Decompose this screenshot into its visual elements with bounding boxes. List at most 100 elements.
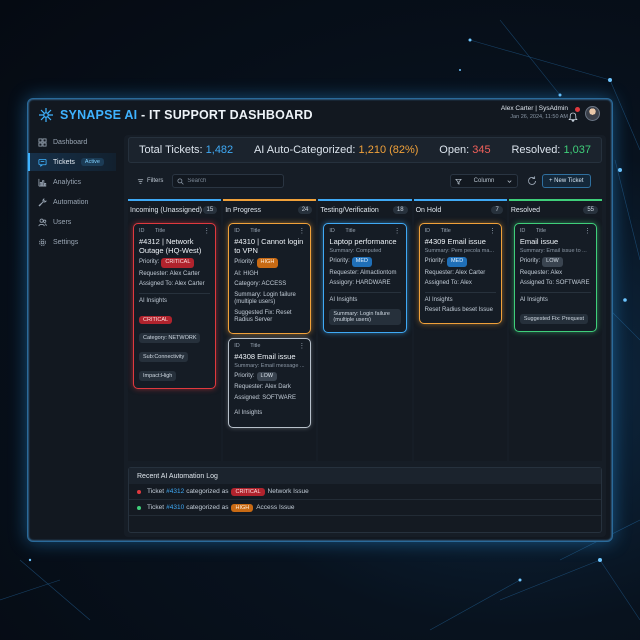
column-select[interactable]: Column — [450, 174, 518, 188]
log-ticket-link[interactable]: #4310 — [166, 504, 185, 511]
column-title: Resolved — [510, 206, 540, 214]
log-level-badge: CRITICAL — [231, 487, 265, 496]
stat-total-value: 1,482 — [205, 144, 234, 156]
more-options-icon[interactable]: ⋮ — [298, 342, 306, 350]
log-ticket-link[interactable]: #4312 — [166, 488, 185, 495]
ai-tag: CRITICAL — [139, 316, 173, 324]
sidebar-item-users[interactable]: Users — [28, 213, 116, 231]
card-priority: Priority:CRITICAL — [139, 258, 210, 268]
log-level-badge: HIGH — [231, 503, 254, 512]
stat-total: Total Tickets: 1,482 — [139, 144, 233, 156]
search-input[interactable] — [187, 178, 278, 184]
card-title: #4312 | Network Outage (HQ-West) — [139, 237, 202, 255]
log-title: Recent AI Automation Log — [129, 468, 601, 484]
app-title: SYNAPSE AI - IT SUPPORT DASHBOARD — [60, 108, 313, 122]
app-title-rest: - IT SUPPORT DASHBOARD — [137, 108, 313, 122]
avatar[interactable] — [585, 106, 600, 121]
sidebar: Dashboard Tickets Active Analytics Autom… — [28, 131, 116, 541]
ai-insights-label: AI Insights — [424, 296, 453, 303]
stat-resolved: Resolved: 1,037 — [511, 144, 591, 156]
app-window: SYNAPSE AI - IT SUPPORT DASHBOARD Alex C… — [27, 98, 613, 542]
column-title: Incoming (Unassigned) — [130, 206, 202, 214]
stat-resolved-value: 1,037 — [563, 144, 591, 156]
sidebar-item-analytics[interactable]: Analytics — [28, 173, 116, 191]
log-row[interactable]: Ticket #4310 categorized as HIGH Access … — [129, 500, 601, 516]
stats-bar: Total Tickets: 1,482 AI Auto-Categorized… — [128, 137, 602, 163]
column-header: Resolved 55 — [508, 199, 603, 219]
users-icon — [38, 218, 47, 226]
neural-logo-icon — [39, 108, 53, 122]
column-select-label: Column — [473, 178, 495, 184]
refresh-icon[interactable] — [526, 175, 538, 187]
sidebar-item-label: Automation — [53, 198, 89, 206]
card-assigned: Assigned: SOFTWARE — [234, 394, 296, 401]
divider — [329, 291, 401, 293]
more-options-icon[interactable]: ⋮ — [298, 228, 306, 235]
more-options-icon[interactable]: ⋮ — [203, 228, 211, 235]
column-title: On Hold — [415, 206, 442, 214]
log-prefix: Ticket — [147, 488, 165, 495]
column-header: Testing/Verification 18 — [318, 199, 412, 219]
app-brand: SYNAPSE AI — [60, 108, 138, 122]
column-header: On Hold 7 — [413, 199, 507, 219]
card-summary: Summary: Computed — [329, 248, 382, 254]
ticket-icon — [38, 158, 47, 167]
priority-label: Priority: — [234, 372, 255, 379]
more-options-icon[interactable]: ⋮ — [584, 228, 592, 235]
card-requester: Requester: Alex — [519, 269, 563, 276]
card-priority: Priority:LOW — [520, 257, 591, 267]
sidebar-item-tickets[interactable]: Tickets Active — [28, 153, 116, 171]
priority-label: Priority: — [329, 258, 350, 264]
column-count: 15 — [202, 206, 218, 214]
dashboard-icon — [38, 137, 47, 147]
ai-tag: Summary: Login failure (multiple users) — [329, 309, 401, 325]
log-row[interactable]: Ticket #4312 categorized as CRITICAL Net… — [129, 484, 601, 500]
sidebar-item-settings[interactable]: Settings — [28, 233, 116, 251]
card-id-label: ID — [234, 228, 240, 234]
sidebar-item-label: Tickets — [53, 158, 75, 166]
new-ticket-button[interactable]: + New Ticket — [542, 174, 591, 188]
column-title: In Progress — [225, 206, 261, 214]
sidebar-item-automation[interactable]: Automation — [28, 193, 116, 211]
priority-label: Priority: — [424, 258, 445, 264]
filters-button[interactable]: Filters — [132, 176, 168, 187]
title-bar: SYNAPSE AI - IT SUPPORT DASHBOARD Alex C… — [28, 99, 612, 131]
more-options-icon[interactable]: ⋮ — [488, 228, 496, 235]
card-title-label: Title — [440, 228, 451, 234]
stat-ai-label: AI Auto-Categorized: — [253, 144, 359, 156]
card-requester: Requester: Alex Dark — [234, 384, 291, 390]
stat-total-label: Total Tickets: — [139, 144, 206, 156]
priority-label: Priority: — [519, 258, 541, 264]
chart-icon — [38, 178, 47, 187]
column-title: Testing/Verification — [320, 206, 379, 214]
log-prefix: Ticket — [147, 504, 165, 511]
wrench-icon — [38, 197, 47, 207]
more-options-icon[interactable]: ⋮ — [393, 228, 401, 235]
toolbar: Filters Column + New Ticket — [128, 171, 602, 191]
stat-ai-categorized: AI Auto-Categorized: 1,210 (82%) — [254, 144, 419, 156]
search-box — [172, 174, 285, 188]
card-category: Category: ACCESS — [234, 281, 287, 287]
sidebar-item-dashboard[interactable]: Dashboard — [28, 133, 116, 151]
card-summary: Summary: Login failure (multiple users) — [234, 291, 296, 306]
divider — [424, 291, 496, 293]
priority-badge: MED — [351, 257, 372, 267]
card-summary: Summary: Email message ... — [234, 362, 305, 369]
card-priority: Priority:LOW — [234, 371, 305, 381]
notification-bell-icon[interactable] — [568, 107, 580, 122]
log-mid: categorized as — [186, 488, 229, 495]
card-priority: Priority:MED — [329, 257, 400, 267]
log-suffix: Network Issue — [267, 488, 309, 495]
